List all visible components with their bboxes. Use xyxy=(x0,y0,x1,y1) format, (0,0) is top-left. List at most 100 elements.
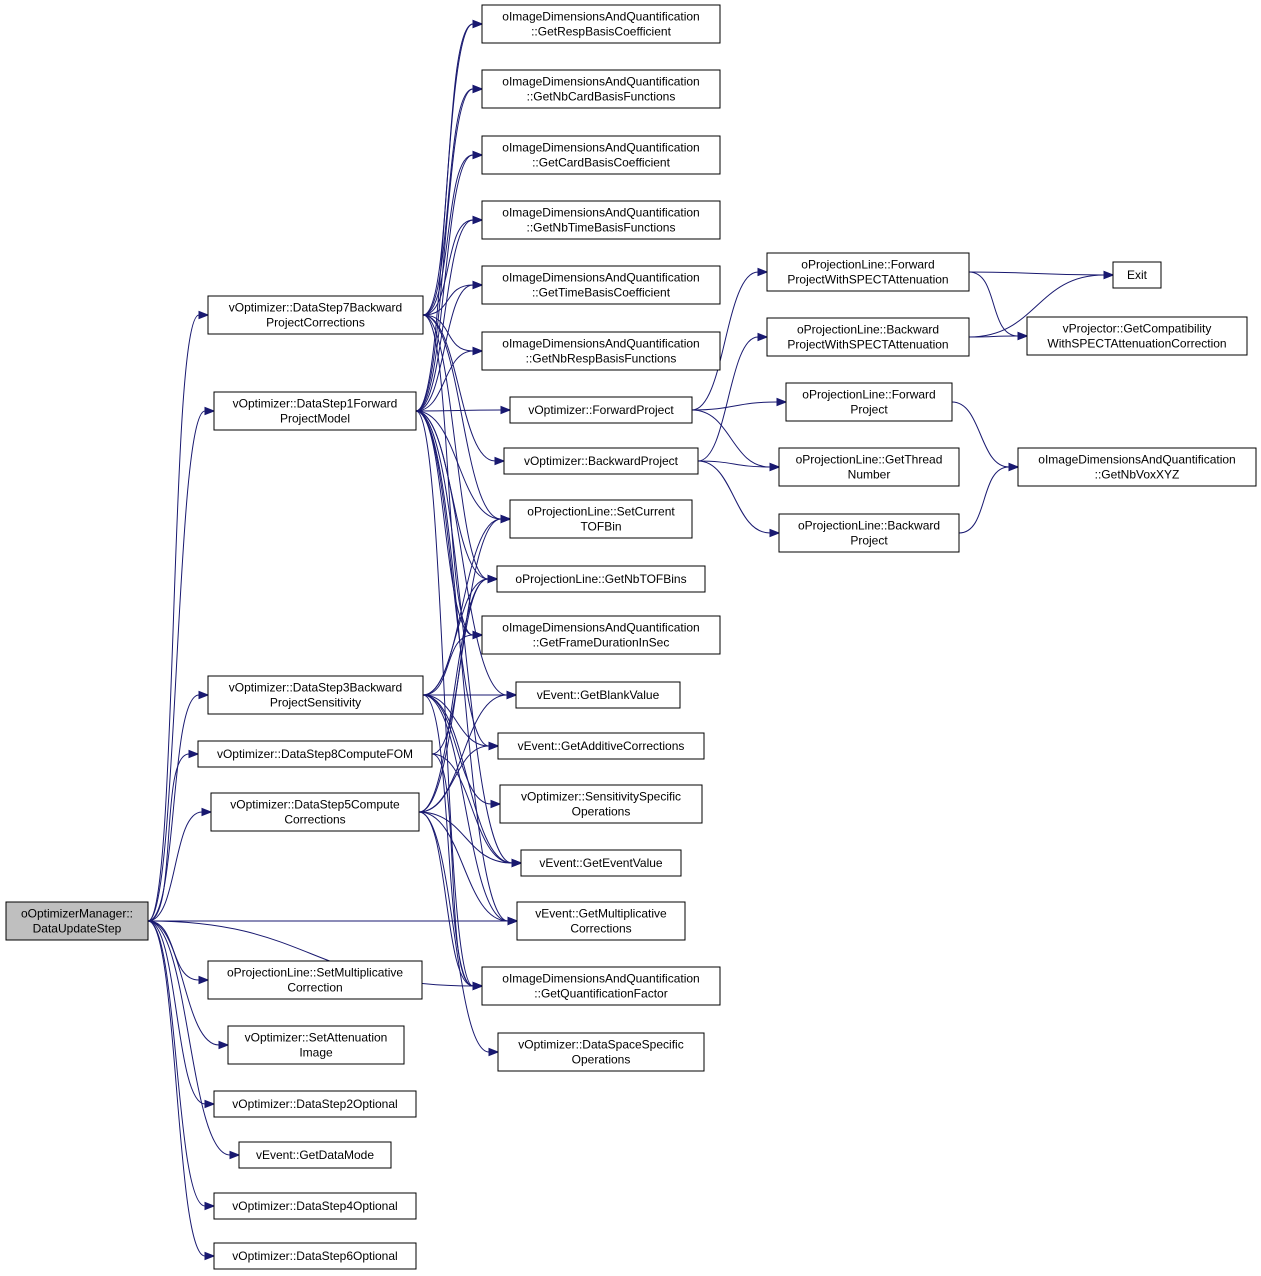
edge-ds3-to-additive xyxy=(422,694,490,747)
node-label-line: oProjectionLine::Forward xyxy=(802,388,935,402)
node-box xyxy=(207,960,423,1000)
node-label-line: vEvent::GetEventValue xyxy=(539,856,663,870)
node-sensspec[interactable]: vOptimizer::SensitivitySpecificOperation… xyxy=(499,784,703,824)
edge-ds5-to-quantfac xyxy=(418,811,474,987)
arrowhead xyxy=(1103,270,1115,280)
node-box xyxy=(520,849,682,877)
node-label-line: ::GetCardBasisCoefficient xyxy=(532,156,671,170)
node-box xyxy=(766,252,970,292)
node-label-line: Corrections xyxy=(570,922,631,936)
arrowhead xyxy=(1008,462,1020,472)
node-label-line: ::GetNbCardBasisFunctions xyxy=(527,90,676,104)
arrowhead xyxy=(757,332,769,342)
node-plbwdspect[interactable]: oProjectionLine::BackwardProjectWithSPEC… xyxy=(766,317,970,357)
arrowhead xyxy=(769,462,781,472)
arrowhead xyxy=(204,1251,216,1261)
node-nbcard[interactable]: oImageDimensionsAndQuantification::GetNb… xyxy=(481,69,721,109)
node-compat[interactable]: vProjector::GetCompatibilityWithSPECTAtt… xyxy=(1026,316,1248,356)
edge-ds1-to-framedur xyxy=(415,410,474,636)
arrowhead xyxy=(487,574,499,584)
edge-ds8-to-quantfac xyxy=(431,753,474,987)
node-blank[interactable]: vEvent::GetBlankValue xyxy=(515,681,681,709)
node-fwdproj[interactable]: vOptimizer::ForwardProject xyxy=(509,396,693,424)
node-box xyxy=(213,1192,417,1220)
arrowhead xyxy=(506,690,518,700)
node-label-line: ::GetRespBasisCoefficient xyxy=(531,25,672,39)
edge-plbwdspect-to-compat xyxy=(968,335,1019,338)
edge-ds5-to-additive xyxy=(418,745,490,813)
node-setmult[interactable]: oProjectionLine::SetMultiplicativeCorrec… xyxy=(207,960,423,1000)
node-box xyxy=(509,396,693,424)
node-box xyxy=(213,1090,417,1118)
arrowhead xyxy=(500,514,512,524)
arrowhead xyxy=(198,310,210,320)
node-ds2[interactable]: vOptimizer::DataStep2Optional xyxy=(213,1090,417,1118)
node-box xyxy=(1112,261,1162,289)
arrowhead xyxy=(218,1040,230,1050)
node-respcoef[interactable]: oImageDimensionsAndQuantification::GetRe… xyxy=(481,4,721,44)
node-nbresp[interactable]: oImageDimensionsAndQuantification::GetNb… xyxy=(481,331,721,371)
node-cardcoef[interactable]: oImageDimensionsAndQuantification::GetCa… xyxy=(481,135,721,175)
node-ds4[interactable]: vOptimizer::DataStep4Optional xyxy=(213,1192,417,1220)
node-label-line: oProjectionLine::GetNbTOFBins xyxy=(515,572,686,586)
node-label-line: oImageDimensionsAndQuantification xyxy=(502,141,699,155)
node-eventval[interactable]: vEvent::GetEventValue xyxy=(520,849,682,877)
arrowhead xyxy=(472,150,484,160)
node-root[interactable]: oOptimizerManager::DataUpdateStep xyxy=(5,901,149,941)
node-box xyxy=(515,681,681,709)
node-label-line: oImageDimensionsAndQuantification xyxy=(502,10,699,24)
node-ds8[interactable]: vOptimizer::DataStep8ComputeFOM xyxy=(197,740,433,768)
node-plbwd[interactable]: oProjectionLine::BackwardProject xyxy=(778,513,960,553)
node-plfwdspect[interactable]: oProjectionLine::ForwardProjectWithSPECT… xyxy=(766,252,970,292)
arrowhead xyxy=(472,84,484,94)
node-plfwd[interactable]: oProjectionLine::ForwardProject xyxy=(785,382,953,422)
node-bwdproj[interactable]: vOptimizer::BackwardProject xyxy=(503,447,699,475)
edge-ds1-to-nbtime xyxy=(415,219,474,412)
node-ds7[interactable]: vOptimizer::DataStep7BackwardProjectCorr… xyxy=(207,295,424,335)
node-framedur[interactable]: oImageDimensionsAndQuantification::GetFr… xyxy=(481,615,721,655)
node-label-line: oProjectionLine::SetMultiplicative xyxy=(227,966,403,980)
node-nbvox[interactable]: oImageDimensionsAndQuantification::GetNb… xyxy=(1017,447,1257,487)
arrowhead xyxy=(198,690,210,700)
node-label-line: ProjectWithSPECTAttenuation xyxy=(787,273,948,287)
edge-plfwdspect-to-exit xyxy=(968,271,1105,276)
arrowhead xyxy=(204,406,216,416)
arrowhead xyxy=(198,975,210,985)
node-nbtof[interactable]: oProjectionLine::GetNbTOFBins xyxy=(496,565,706,593)
node-label-line: Project xyxy=(850,534,888,548)
node-label-line: oImageDimensionsAndQuantification xyxy=(502,972,699,986)
node-box xyxy=(481,966,721,1006)
node-label-line: WithSPECTAttenuationCorrection xyxy=(1047,337,1226,351)
edge-ds1-to-blank xyxy=(415,410,508,696)
node-ds3[interactable]: vOptimizer::DataStep3BackwardProjectSens… xyxy=(207,675,424,715)
node-label-line: vOptimizer::DataStep5Compute xyxy=(230,798,400,812)
node-nbtime[interactable]: oImageDimensionsAndQuantification::GetNb… xyxy=(481,200,721,240)
node-label-line: oProjectionLine::Forward xyxy=(801,258,934,272)
node-box xyxy=(1017,447,1257,487)
node-label-line: ::GetTimeBasisCoefficient xyxy=(532,286,671,300)
node-label-line: oImageDimensionsAndQuantification xyxy=(502,621,699,635)
node-label-line: vOptimizer::SetAttenuation xyxy=(245,1031,388,1045)
node-additive[interactable]: vEvent::GetAdditiveCorrections xyxy=(497,732,705,760)
node-box xyxy=(207,295,424,335)
node-box xyxy=(213,391,417,431)
node-getdatamode[interactable]: vEvent::GetDataMode xyxy=(238,1141,392,1169)
node-exit[interactable]: Exit xyxy=(1112,261,1162,289)
node-label-line: oProjectionLine::SetCurrent xyxy=(527,505,675,519)
node-timecoef[interactable]: oImageDimensionsAndQuantification::GetTi… xyxy=(481,265,721,305)
node-box xyxy=(210,792,420,832)
node-box xyxy=(785,382,953,422)
node-ds6[interactable]: vOptimizer::DataStep6Optional xyxy=(213,1242,417,1270)
node-box xyxy=(1026,316,1248,356)
arrowhead xyxy=(201,807,213,817)
node-label-line: oImageDimensionsAndQuantification xyxy=(502,337,699,351)
node-quantfac[interactable]: oImageDimensionsAndQuantification::GetQu… xyxy=(481,966,721,1006)
